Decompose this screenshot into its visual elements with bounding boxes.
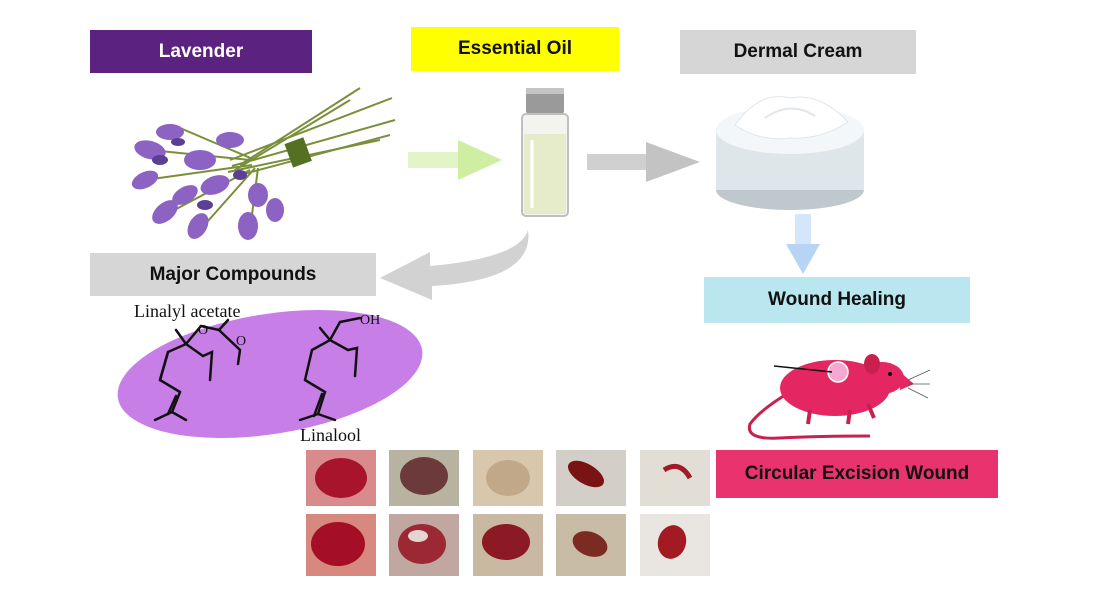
cream-jar-icon [716,96,864,210]
major-compounds-label-box: Major Compounds [90,253,376,296]
wound-photo-grid [306,450,710,576]
wound-photo-2 [389,450,459,506]
wound-photo-10 [640,514,710,576]
wound-photo-8 [473,514,543,576]
wound-photo-1 [306,450,376,506]
wound-healing-label-box: Wound Healing [704,277,970,323]
dermal-cream-label-box: Dermal Cream [680,30,916,74]
circular-excision-wound-label: Circular Excision Wound [744,463,970,484]
compounds-ellipse: O O OH [117,310,423,438]
svg-text:O: O [198,323,208,338]
essential-oil-label: Essential Oil [457,38,573,59]
essential-oil-label-box: Essential Oil [411,27,619,71]
svg-text:O: O [236,334,246,349]
wound-photo-7 [389,514,459,576]
linalool-label: Linalool [300,425,361,445]
major-compounds-label: Major Compounds [149,263,317,285]
circular-excision-wound-label-box: Circular Excision Wound [716,450,998,498]
wound-photo-4 [556,450,626,506]
arrow-oil-to-compounds-icon [380,230,529,300]
lavender-label-box: Lavender [90,30,312,73]
wound-photo-9 [556,514,626,576]
mouse-icon [747,354,931,440]
lavender-label: Lavender [158,40,244,62]
wound-photo-6 [306,514,376,576]
wound-photo-3 [473,450,543,506]
wound-healing-label: Wound Healing [768,289,906,310]
wound-photo-5 [640,450,710,506]
dermal-cream-label: Dermal Cream [733,41,863,62]
svg-text:OH: OH [360,313,380,328]
arrow-oil-to-cream-icon [587,142,700,182]
linalyl-acetate-label: Linalyl acetate [134,301,241,321]
arrow-lavender-to-oil-icon [408,140,502,180]
lavender-bundle-icon [131,87,396,240]
vial-icon [521,88,569,217]
arrow-cream-to-healing-icon [786,214,820,274]
